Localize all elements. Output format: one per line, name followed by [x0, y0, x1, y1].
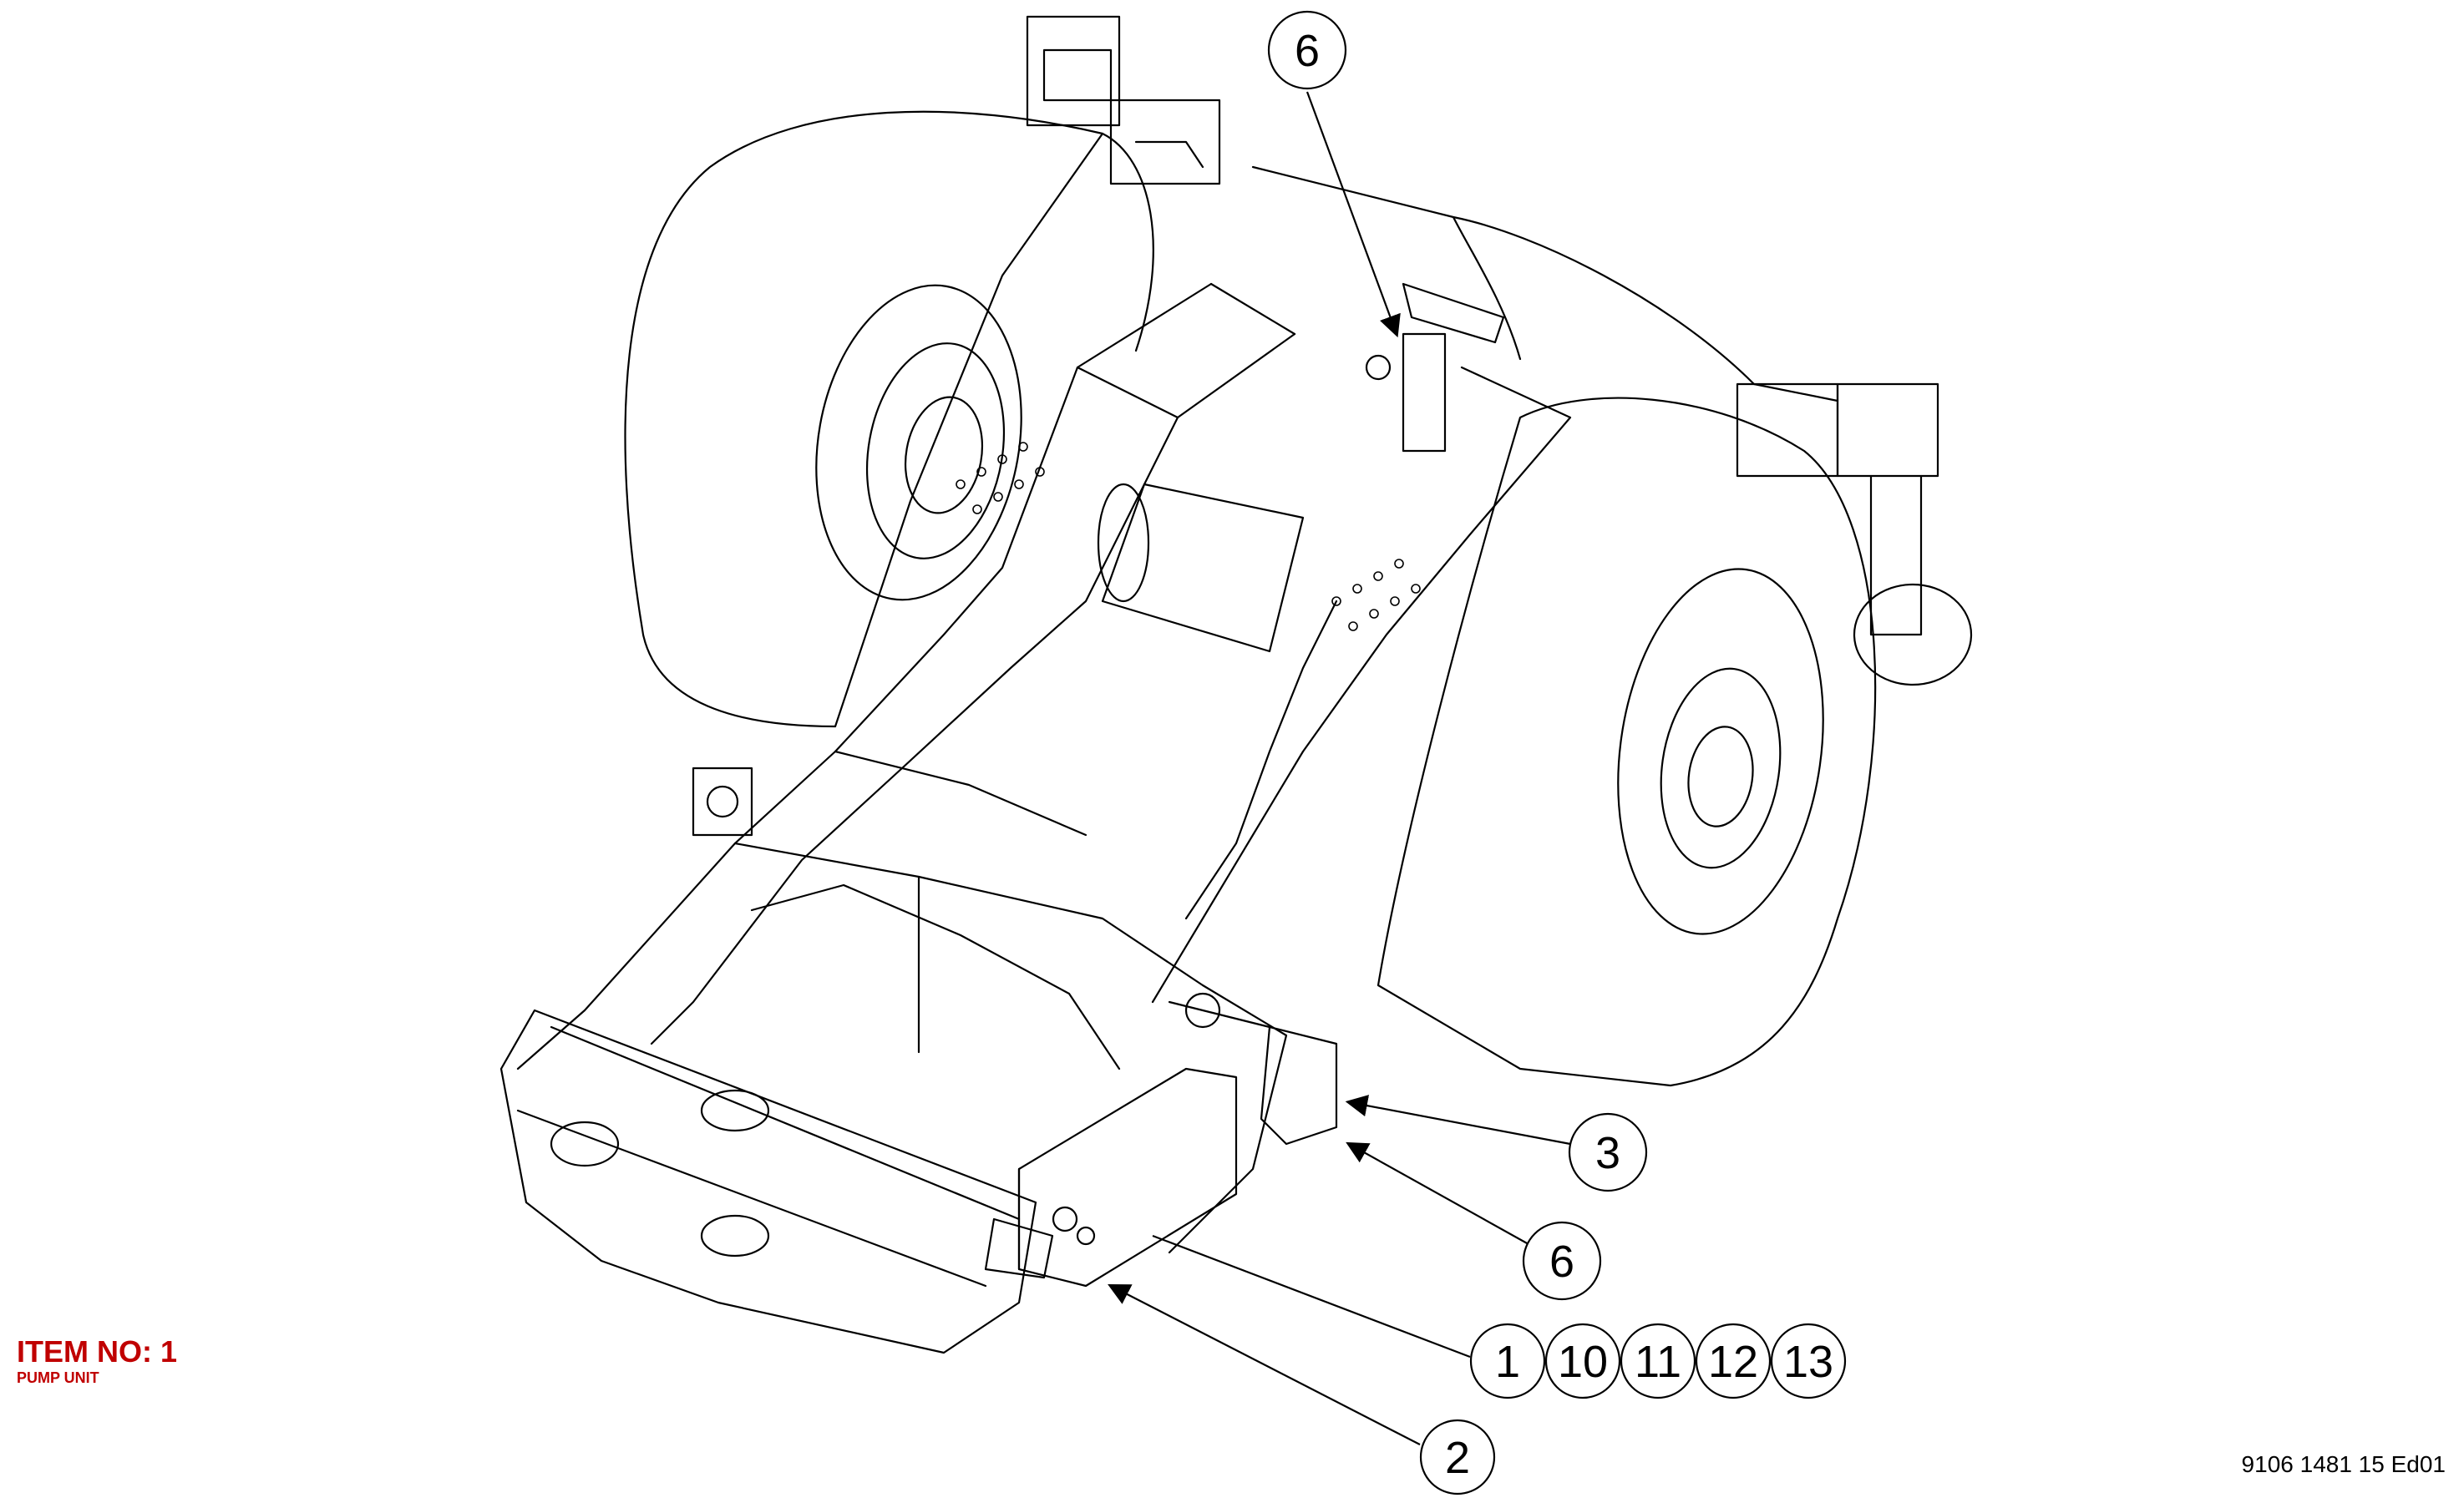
item-number-label: ITEM NO: 1	[17, 1334, 178, 1369]
balloon-11: 11	[1620, 1323, 1696, 1399]
front-cross-beam	[499, 1009, 1054, 1354]
front-right-wheel	[1376, 397, 1877, 1087]
balloon-12: 12	[1695, 1323, 1772, 1399]
right-outrigger	[1736, 382, 1973, 686]
balloon-13: 13	[1770, 1323, 1847, 1399]
side-bracket	[1168, 992, 1338, 1146]
leader-3	[1345, 1095, 1571, 1146]
svg-text:3: 3	[1595, 1128, 1620, 1178]
balloon-6: 6	[1522, 1221, 1602, 1301]
item-name-label: PUMP UNIT	[17, 1369, 99, 1386]
main-frame	[516, 282, 1296, 1070]
svg-text:11: 11	[1635, 1337, 1681, 1387]
valve-block	[1365, 282, 1505, 453]
rear-right-fender	[1251, 165, 1839, 402]
balloon-4: 6	[1267, 10, 1347, 90]
svg-text:10: 10	[1558, 1337, 1608, 1387]
balloon-10: 10	[1544, 1323, 1621, 1399]
svg-text:2: 2	[1445, 1433, 1470, 1483]
leader-1	[1152, 1234, 1471, 1359]
svg-text:13: 13	[1783, 1337, 1833, 1387]
top-outrigger	[1026, 15, 1221, 185]
document-number: 9106 1481 15 Ed01	[2241, 1451, 2446, 1477]
balloon-2: 2	[1419, 1419, 1496, 1495]
leader-2	[1108, 1283, 1421, 1445]
svg-text:12: 12	[1708, 1337, 1758, 1387]
svg-text:1: 1	[1495, 1337, 1520, 1387]
svg-text:6: 6	[1549, 1237, 1574, 1287]
center-cylinder	[1097, 483, 1305, 653]
lower-chassis	[733, 750, 1288, 1254]
leader-4	[1306, 91, 1401, 338]
left-outrigger-pad	[692, 767, 753, 837]
leader-6	[1346, 1141, 1529, 1245]
right-frame	[1151, 366, 1572, 1004]
balloon-3: 3	[1568, 1112, 1648, 1192]
rear-left-wheel	[624, 110, 1154, 728]
pump-unit	[1017, 1067, 1238, 1288]
balloon-1: 1	[1469, 1323, 1546, 1399]
svg-text:6: 6	[1295, 26, 1320, 76]
